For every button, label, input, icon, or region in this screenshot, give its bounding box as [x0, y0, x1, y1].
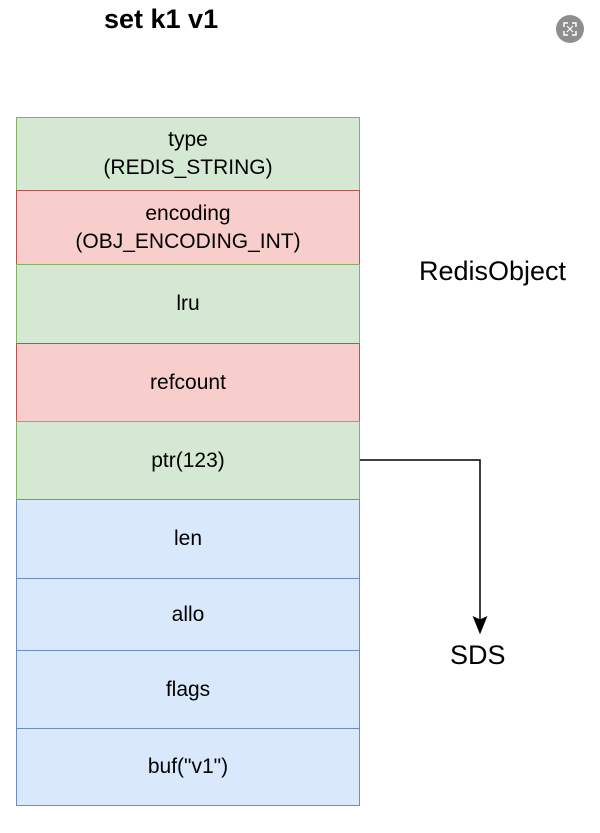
encoding-field-name: encoding	[145, 201, 231, 225]
alloc-field: allo	[16, 578, 360, 651]
buf-field-label: buf("v1")	[147, 755, 229, 778]
flags-field: flags	[16, 650, 360, 729]
sds-label: SDS	[450, 640, 506, 670]
type-field-value: (REDIS_STRING)	[103, 156, 273, 179]
lru-field-label: lru	[176, 292, 200, 315]
expand-button[interactable]	[556, 15, 584, 43]
type-field-name: type	[168, 128, 208, 151]
refcount-field: refcount	[16, 343, 360, 422]
flags-field-label: flags	[165, 677, 211, 701]
lru-field: lru	[16, 264, 360, 344]
arrow-head	[472, 616, 488, 635]
redis-object-label: RedisObject	[419, 256, 567, 286]
buf-field: buf("v1")	[16, 728, 360, 806]
type-field: type (REDIS_STRING)	[16, 117, 360, 191]
len-field-label: len	[173, 527, 203, 550]
alloc-field-label: allo	[171, 602, 205, 626]
encoding-field-value: (OBJ_ENCODING_INT)	[75, 229, 301, 253]
encoding-field: encoding (OBJ_ENCODING_INT)	[16, 190, 360, 265]
diagram-title: set k1 v1	[104, 4, 219, 34]
ptr-field: ptr(123)	[16, 421, 360, 500]
len-field: len	[16, 499, 360, 579]
ptr-to-sds-line	[360, 459, 481, 622]
refcount-field-label: refcount	[150, 370, 226, 394]
ptr-field-label: ptr(123)	[151, 448, 225, 472]
expand-icon	[563, 22, 577, 36]
